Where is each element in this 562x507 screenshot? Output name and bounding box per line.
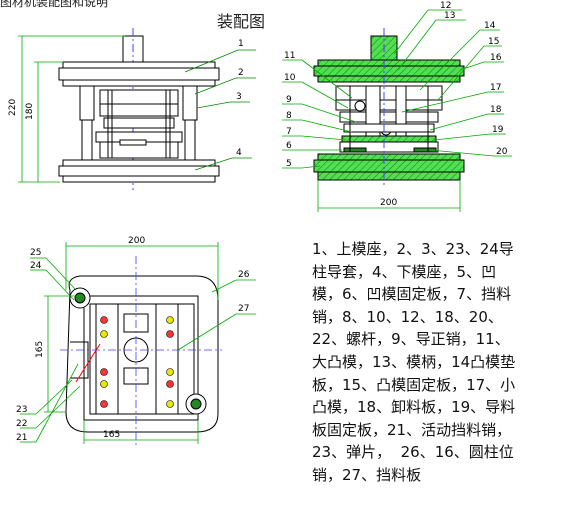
callout-18: 18	[490, 105, 502, 115]
callout-10: 10	[284, 73, 296, 83]
callout-26: 26	[238, 270, 250, 280]
dim-inner-height: 180	[25, 103, 35, 120]
dim-overall-height: 220	[8, 99, 18, 116]
callout-7: 7	[286, 127, 292, 137]
section-view	[313, 28, 465, 186]
callout-11: 11	[284, 51, 295, 61]
callout-5: 5	[286, 159, 292, 169]
guide-post-left	[81, 119, 93, 161]
top-view-pins	[100, 316, 174, 408]
drawing-title: 装配图	[217, 12, 266, 31]
callout-25: 25	[30, 248, 41, 258]
red-leader	[75, 343, 101, 383]
callout-13: 13	[444, 11, 455, 21]
callout-2: 2	[238, 68, 244, 78]
callout-14: 14	[484, 21, 496, 31]
guide-post-right	[184, 119, 196, 161]
callout-9: 9	[286, 95, 292, 105]
callout-4: 4	[236, 148, 242, 158]
guide-sleeve-right	[182, 85, 198, 121]
callout-6: 6	[286, 141, 292, 151]
top-dim-side-height: 165	[35, 341, 45, 358]
top-dim-bottom-width: 165	[103, 430, 120, 440]
callout-23: 23	[16, 405, 27, 415]
top-view-dimensions	[20, 242, 256, 446]
callout-16: 16	[490, 53, 502, 63]
callout-17: 17	[490, 83, 501, 93]
callout-20: 20	[496, 147, 508, 157]
parts-legend: 1、上模座，2、3、23、24导柱导套，4、下模座，5、凹模，6、凹模固定板，7…	[312, 240, 516, 484]
callout-3: 3	[236, 92, 242, 102]
section-dim-width: 200	[380, 198, 397, 208]
callout-24: 24	[30, 261, 42, 271]
callout-1: 1	[238, 39, 244, 49]
front-view-dimensions	[18, 35, 256, 183]
callout-21: 21	[16, 433, 27, 443]
section-view-dimensions	[282, 9, 512, 212]
front-view	[58, 28, 220, 190]
callout-27: 27	[238, 304, 249, 314]
callout-12: 12	[440, 1, 451, 11]
callout-22: 22	[16, 419, 27, 429]
callout-8: 8	[286, 111, 292, 121]
guide-sleeve-left	[79, 85, 95, 121]
callout-19: 19	[492, 125, 504, 135]
top-dim-width: 200	[128, 236, 145, 246]
corner-caption: 图材机装配图和说明	[0, 0, 109, 9]
callout-15: 15	[488, 37, 499, 47]
top-view	[65, 275, 219, 433]
